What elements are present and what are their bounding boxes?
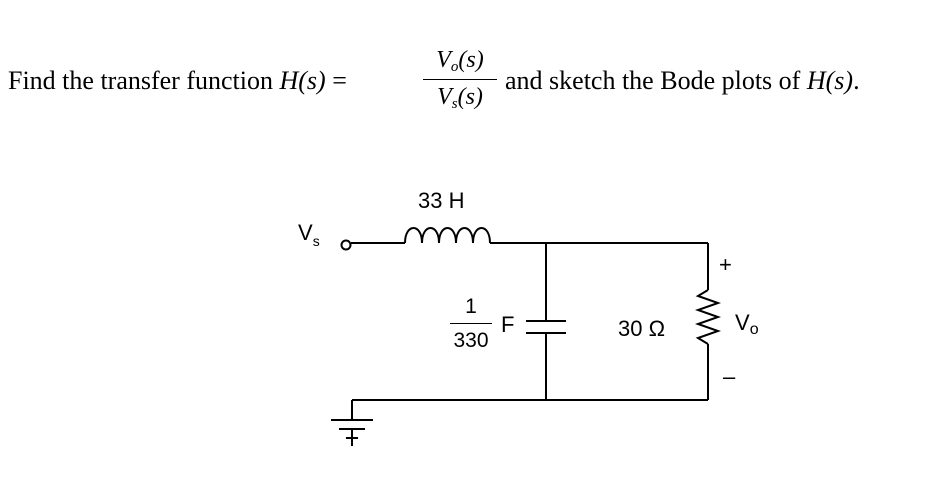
- output-label-subscript: o: [749, 321, 759, 338]
- source-label: Vs: [298, 220, 320, 249]
- inductor-coil: [404, 227, 491, 244]
- source-label-subscript: s: [312, 233, 320, 249]
- capacitor-fraction-bar: [450, 323, 492, 324]
- capacitor-numerator: 1: [465, 295, 477, 318]
- problem-tail: and sketch the Bode plots of H(s).: [505, 68, 860, 94]
- capacitor-unit: F: [501, 312, 515, 337]
- numerator-subscript: o: [450, 59, 459, 75]
- equals-sign: =: [325, 66, 347, 95]
- source-terminal: [340, 239, 352, 251]
- source-label-v: V: [298, 220, 313, 245]
- output-label-v: V: [735, 310, 750, 335]
- numerator-v: V: [436, 47, 451, 73]
- inductor-label: 33 H: [418, 188, 465, 213]
- output-minus-sign: –: [723, 364, 736, 389]
- fraction-denominator: Vs(s): [421, 85, 499, 112]
- transfer-function-fraction: Vo(s) Vs(s): [421, 42, 499, 114]
- output-voltage-label: Vo: [735, 310, 759, 339]
- problem-statement: Find the transfer function H(s) = Vo(s) …: [8, 42, 923, 114]
- capacitor-value-fraction: 1 330: [446, 295, 496, 357]
- tail-transfer-function-symbol: H(s): [806, 66, 854, 95]
- resistor-label: 30 Ω: [618, 316, 666, 341]
- denominator-v: V: [437, 84, 452, 110]
- output-plus-sign: +: [719, 252, 732, 277]
- problem-period: .: [853, 66, 860, 95]
- fraction-bar: [423, 79, 497, 80]
- capacitor-denominator: 330: [453, 329, 489, 352]
- numerator-arg: (s): [458, 47, 484, 73]
- problem-tail-text: and sketch the Bode plots of: [505, 66, 807, 95]
- resistor-zigzag: [694, 289, 722, 345]
- denominator-subscript: s: [451, 96, 458, 112]
- denominator-arg: (s): [457, 84, 483, 110]
- transfer-function-symbol: H(s): [279, 66, 326, 95]
- fraction-numerator: Vo(s): [421, 48, 499, 75]
- problem-lead-text: Find the transfer function: [8, 66, 280, 95]
- problem-lead: Find the transfer function H(s) =: [8, 68, 347, 94]
